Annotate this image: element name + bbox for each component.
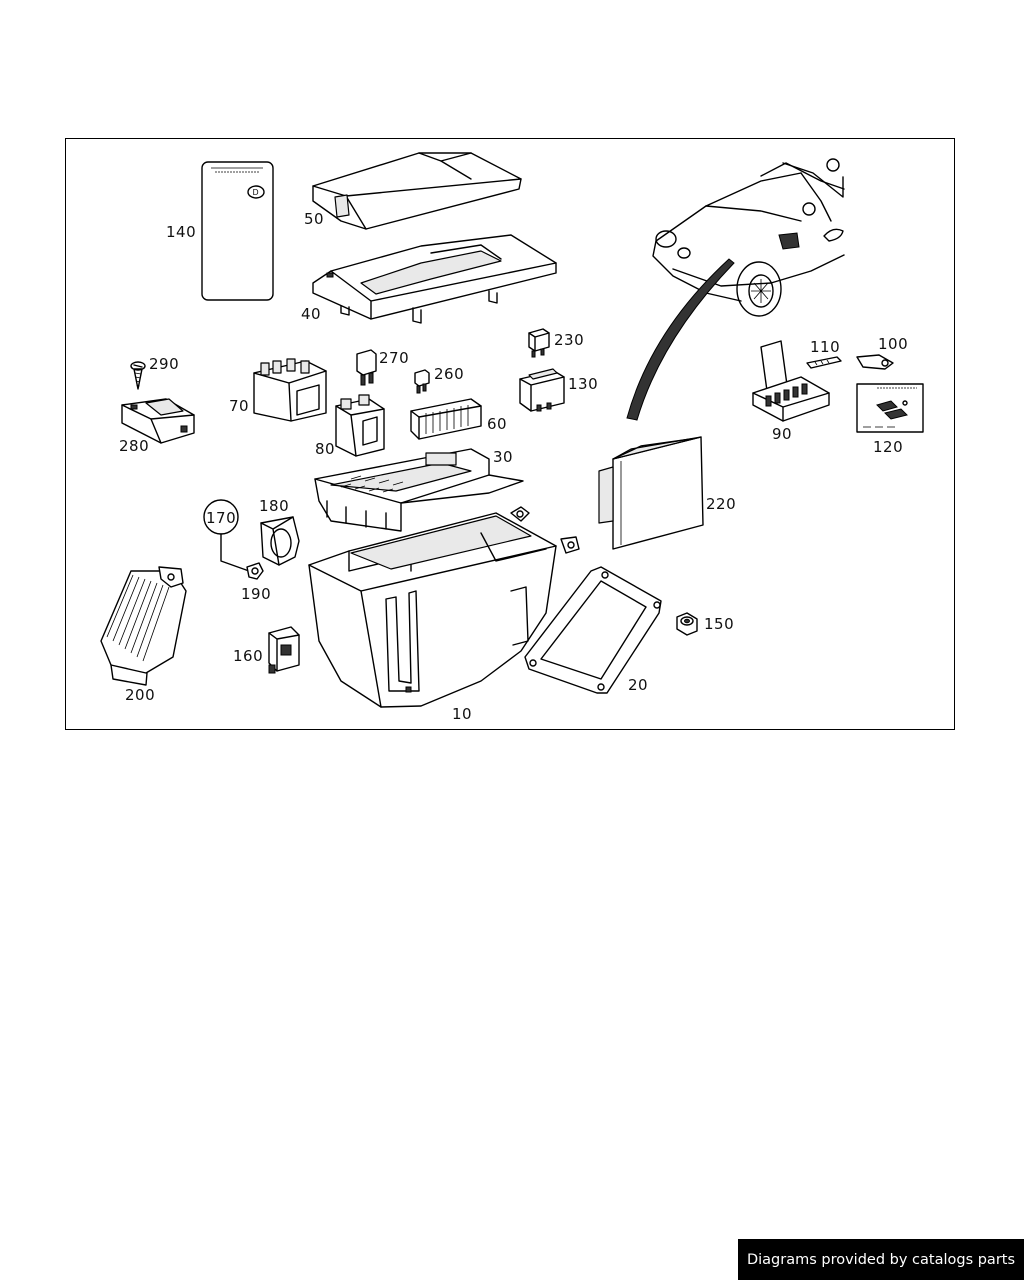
label-70: 70 [229,397,249,415]
parts-diagram-frame: D [65,138,955,730]
label-30: 30 [493,448,513,466]
vehicle-location-illustration [626,158,845,421]
label-60: 60 [487,415,507,433]
label-180: 180 [259,497,289,515]
label-100: 100 [878,335,908,353]
part-290-screw [130,361,146,390]
part-60-fuse-strip [410,398,482,440]
label-10: 10 [452,705,472,723]
label-140: 140 [166,223,196,241]
label-90: 90 [772,425,792,443]
part-190-clip [246,562,264,580]
card-badge-text: D [253,188,259,197]
label-270: 270 [379,349,409,367]
part-130-relay [519,368,565,412]
label-200: 200 [125,686,155,704]
part-170-callout-group [203,499,250,572]
label-120: 120 [873,438,903,456]
part-10-housing [308,506,580,708]
label-190: 190 [241,585,271,603]
part-120-instruction-sheet [856,383,924,433]
part-140-instruction-card: D [201,161,274,301]
exploded-parts-diagram: D [100,152,924,723]
label-80: 80 [315,440,335,458]
part-number-labels: 140 50 40 290 270 260 230 130 70 60 280 … [119,210,908,723]
part-110-terminal-strip [806,356,842,369]
label-40: 40 [301,305,321,323]
part-180-grommet [260,516,300,566]
part-280-holder [121,398,195,444]
label-230: 230 [554,331,584,349]
part-80-small-relay [335,394,385,457]
part-30-fuse-carrier [314,448,524,532]
part-260-fuse [414,369,430,394]
label-110: 110 [810,338,840,356]
label-150: 150 [704,615,734,633]
label-260: 260 [434,365,464,383]
label-290: 290 [149,355,179,373]
part-70-relay-block [253,358,327,422]
part-20-gasket [524,566,662,694]
part-100-cable-clip [856,354,894,370]
label-130: 130 [568,375,598,393]
label-280: 280 [119,437,149,455]
label-160: 160 [233,647,263,665]
footer-credit-banner: Diagrams provided by catalogs parts [738,1239,1024,1280]
part-200-heat-sink [100,566,187,686]
part-230-mini-relay [528,328,550,358]
part-40-upper-frame [312,234,557,324]
label-220: 220 [706,495,736,513]
part-160-bracket [268,626,300,674]
part-90-connector-housing [752,340,830,422]
part-50-fuse-box-cover [312,152,522,230]
label-170: 170 [206,509,236,527]
part-220-control-module [598,436,704,550]
label-20: 20 [628,676,648,694]
part-150-nut [676,612,698,636]
label-50: 50 [304,210,324,228]
part-270-fuse [356,349,377,386]
